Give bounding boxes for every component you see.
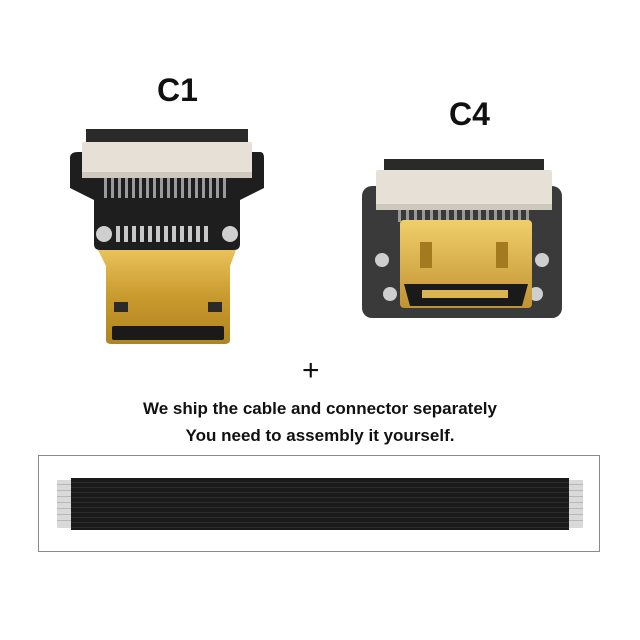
connector-c4-label: C4 (449, 96, 490, 132)
ffc-ribbon-cable (57, 478, 583, 530)
cable-image-frame (38, 455, 600, 552)
connector-c1-label: C1 (157, 72, 198, 108)
c1-mini-hdmi-male-adapter (70, 129, 264, 344)
c4-mini-hdmi-female-adapter (362, 159, 562, 318)
plus-sign: + (302, 354, 320, 387)
caption-line-1: We ship the cable and connector separate… (143, 399, 497, 418)
caption-line-2: You need to assembly it yourself. (185, 426, 455, 445)
